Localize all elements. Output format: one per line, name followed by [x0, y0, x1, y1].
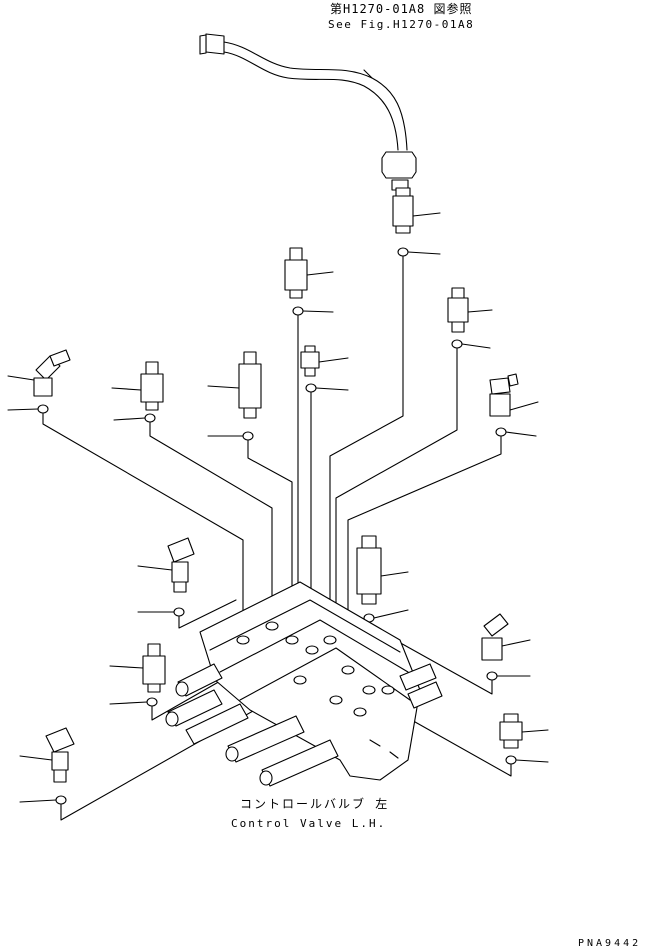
- fitting-adapter-right: [447, 287, 493, 333]
- drawing-code: PNA9442: [578, 938, 642, 949]
- fitting-adapter-left: [111, 361, 164, 411]
- fitting-adapter-upper-center: [284, 247, 334, 299]
- upper-tube: [199, 33, 417, 191]
- fitting-elbow-middle-left: [137, 537, 195, 593]
- fitting-adapter-top-right: [392, 187, 441, 234]
- fitting-long-center-left: [207, 351, 262, 419]
- fitting-long-middle-right: [356, 535, 409, 605]
- fitting-elbow-lower-right: [481, 613, 531, 661]
- reference-label-japanese: 第H1270-01A8 図参照: [330, 2, 473, 16]
- fitting-adapter-lower-left: [109, 643, 166, 693]
- fitting-elbow-bottom-left: [19, 727, 75, 783]
- fitting-short-center: [300, 345, 349, 377]
- control-valve-body: [165, 581, 443, 787]
- fitting-short-lower-right: [499, 713, 549, 749]
- component-label-japanese: コントロールバルブ 左: [240, 797, 390, 811]
- fitting-elbow-right: [489, 373, 539, 417]
- reference-label-english: See Fig.H1270-01A8: [328, 18, 475, 31]
- fitting-elbow-upper-left: [7, 349, 71, 397]
- component-label-english: Control Valve L.H.: [231, 817, 387, 830]
